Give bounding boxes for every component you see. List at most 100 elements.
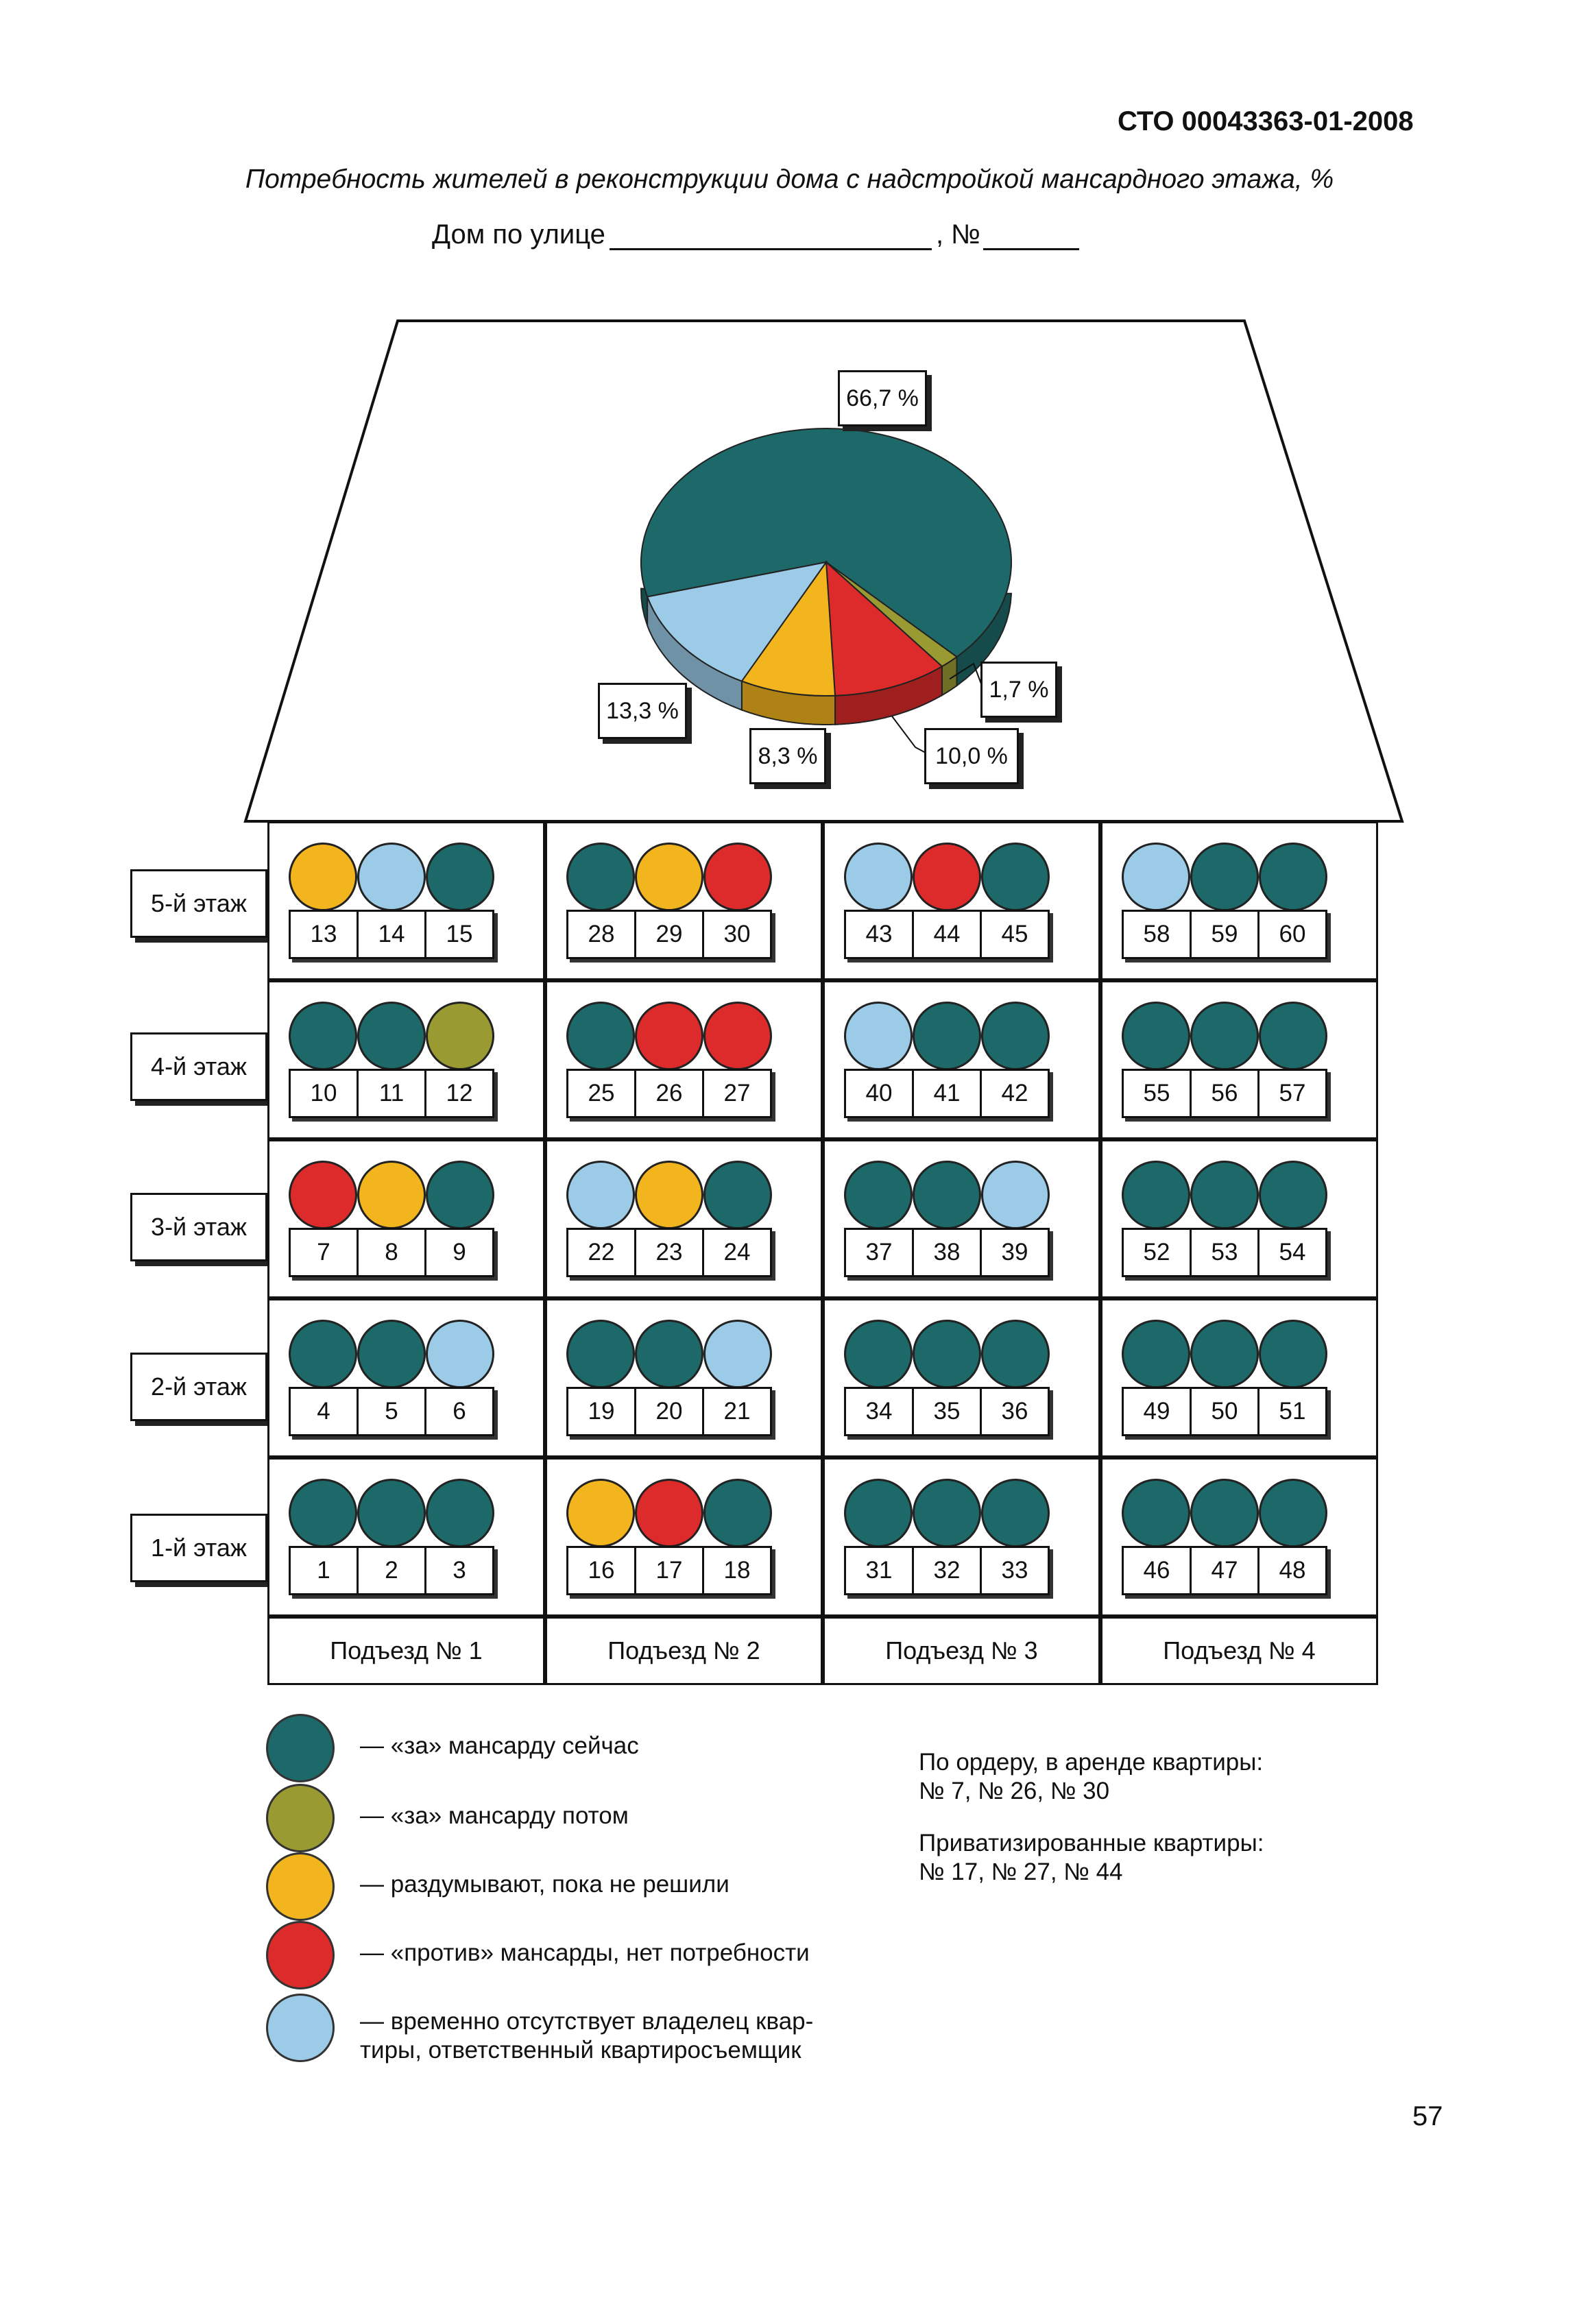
apartment-number: 4	[291, 1389, 359, 1434]
floor-label: 3-й этаж	[130, 1193, 267, 1261]
legend-swatch	[266, 1921, 335, 1989]
apartment-status-marker	[426, 843, 494, 911]
floor-label: 1-й этаж	[130, 1514, 267, 1582]
apartment-number: 15	[446, 921, 473, 947]
apartment-status-marker	[1190, 1320, 1259, 1388]
apartment-status-marker	[1122, 1479, 1190, 1547]
apartment-number: 20	[636, 1389, 704, 1434]
pie-label-za_now: 66,7 %	[838, 370, 927, 426]
apartment-status-marker	[1259, 843, 1327, 911]
apartment-status-marker	[703, 843, 772, 911]
entrance-label: Подъезд № 2	[545, 1617, 823, 1685]
apartment-number: 9	[453, 1239, 466, 1266]
apartment-status-marker	[844, 1002, 913, 1070]
apartment-status-marker	[357, 1161, 426, 1229]
apartment-number: 57	[1279, 1080, 1306, 1106]
apartment-number: 42	[1001, 1080, 1028, 1106]
entrance-label: Подъезд № 4	[1100, 1617, 1378, 1685]
apartment-status-marker	[289, 1320, 357, 1388]
apartment-number: 22	[568, 1230, 636, 1275]
apartment-number: 51	[1279, 1398, 1306, 1425]
apartment-number: 56	[1192, 1071, 1259, 1116]
apartment-number: 36	[1001, 1398, 1028, 1425]
apartment-number: 13	[291, 912, 359, 957]
apartment-status-marker	[913, 1320, 981, 1388]
apartment-status-marker	[566, 1479, 635, 1547]
entrance-label: Подъезд № 3	[823, 1617, 1100, 1685]
apartment-number: 34	[846, 1389, 914, 1434]
apartment-number: 1	[291, 1548, 359, 1593]
apartment-status-marker	[357, 843, 426, 911]
apartment-number: 10	[291, 1071, 359, 1116]
apartment-number: 54	[1279, 1239, 1306, 1266]
floor-label: 5-й этаж	[130, 869, 267, 938]
entrance-label: Подъезд № 1	[267, 1617, 545, 1685]
privatized-note-title: Приватизированные квартиры:	[919, 1830, 1264, 1856]
apartment-number: 47	[1192, 1548, 1259, 1593]
apartment-status-marker	[1122, 1002, 1190, 1070]
apartment-number: 45	[1001, 921, 1028, 947]
rent-note: По ордеру, в аренде квартиры: № 7, № 26,…	[919, 1748, 1263, 1806]
legend-swatch	[266, 1784, 335, 1852]
apartment-status-marker	[635, 1161, 703, 1229]
apartment-number: 50	[1192, 1389, 1259, 1434]
apartment-status-marker	[289, 1002, 357, 1070]
apartment-status-marker	[635, 1320, 703, 1388]
apartment-status-marker	[635, 1479, 703, 1547]
apartment-number: 52	[1124, 1230, 1192, 1275]
apartment-status-marker	[703, 1002, 772, 1070]
apartment-number: 59	[1192, 912, 1259, 957]
apartment-number: 35	[914, 1389, 982, 1434]
apartment-number: 58	[1124, 912, 1192, 957]
street-blank	[609, 225, 932, 250]
apartment-status-marker	[981, 1161, 1050, 1229]
apartment-status-marker	[1122, 843, 1190, 911]
pie-label-against: 10,0 %	[924, 728, 1019, 784]
apartment-number: 14	[359, 912, 426, 957]
apartment-number: 16	[568, 1548, 636, 1593]
address-prefix: Дом по улице	[432, 219, 605, 250]
pie-leader-line	[949, 662, 983, 686]
legend-text: — «за» мансарду потом	[360, 1802, 629, 1829]
apartment-status-marker	[357, 1320, 426, 1388]
apartment-status-marker	[981, 1002, 1050, 1070]
floor-label: 2-й этаж	[130, 1353, 267, 1421]
pie-slice-za_now	[640, 428, 1012, 658]
apartment-number: 53	[1192, 1230, 1259, 1275]
apartment-number: 38	[914, 1230, 982, 1275]
apartment-number: 60	[1279, 921, 1306, 947]
apartment-status-marker	[844, 1320, 913, 1388]
apartment-status-marker	[1259, 1161, 1327, 1229]
apartment-number: 17	[636, 1548, 704, 1593]
apartment-status-marker	[1122, 1161, 1190, 1229]
apartment-status-marker	[703, 1161, 772, 1229]
apartment-status-marker	[1122, 1320, 1190, 1388]
address-line: Дом по улице, №	[432, 219, 1080, 250]
apartment-number: 19	[568, 1389, 636, 1434]
legend-swatch	[266, 1852, 335, 1921]
apartment-status-marker	[1190, 1161, 1259, 1229]
apartment-status-marker	[913, 1161, 981, 1229]
